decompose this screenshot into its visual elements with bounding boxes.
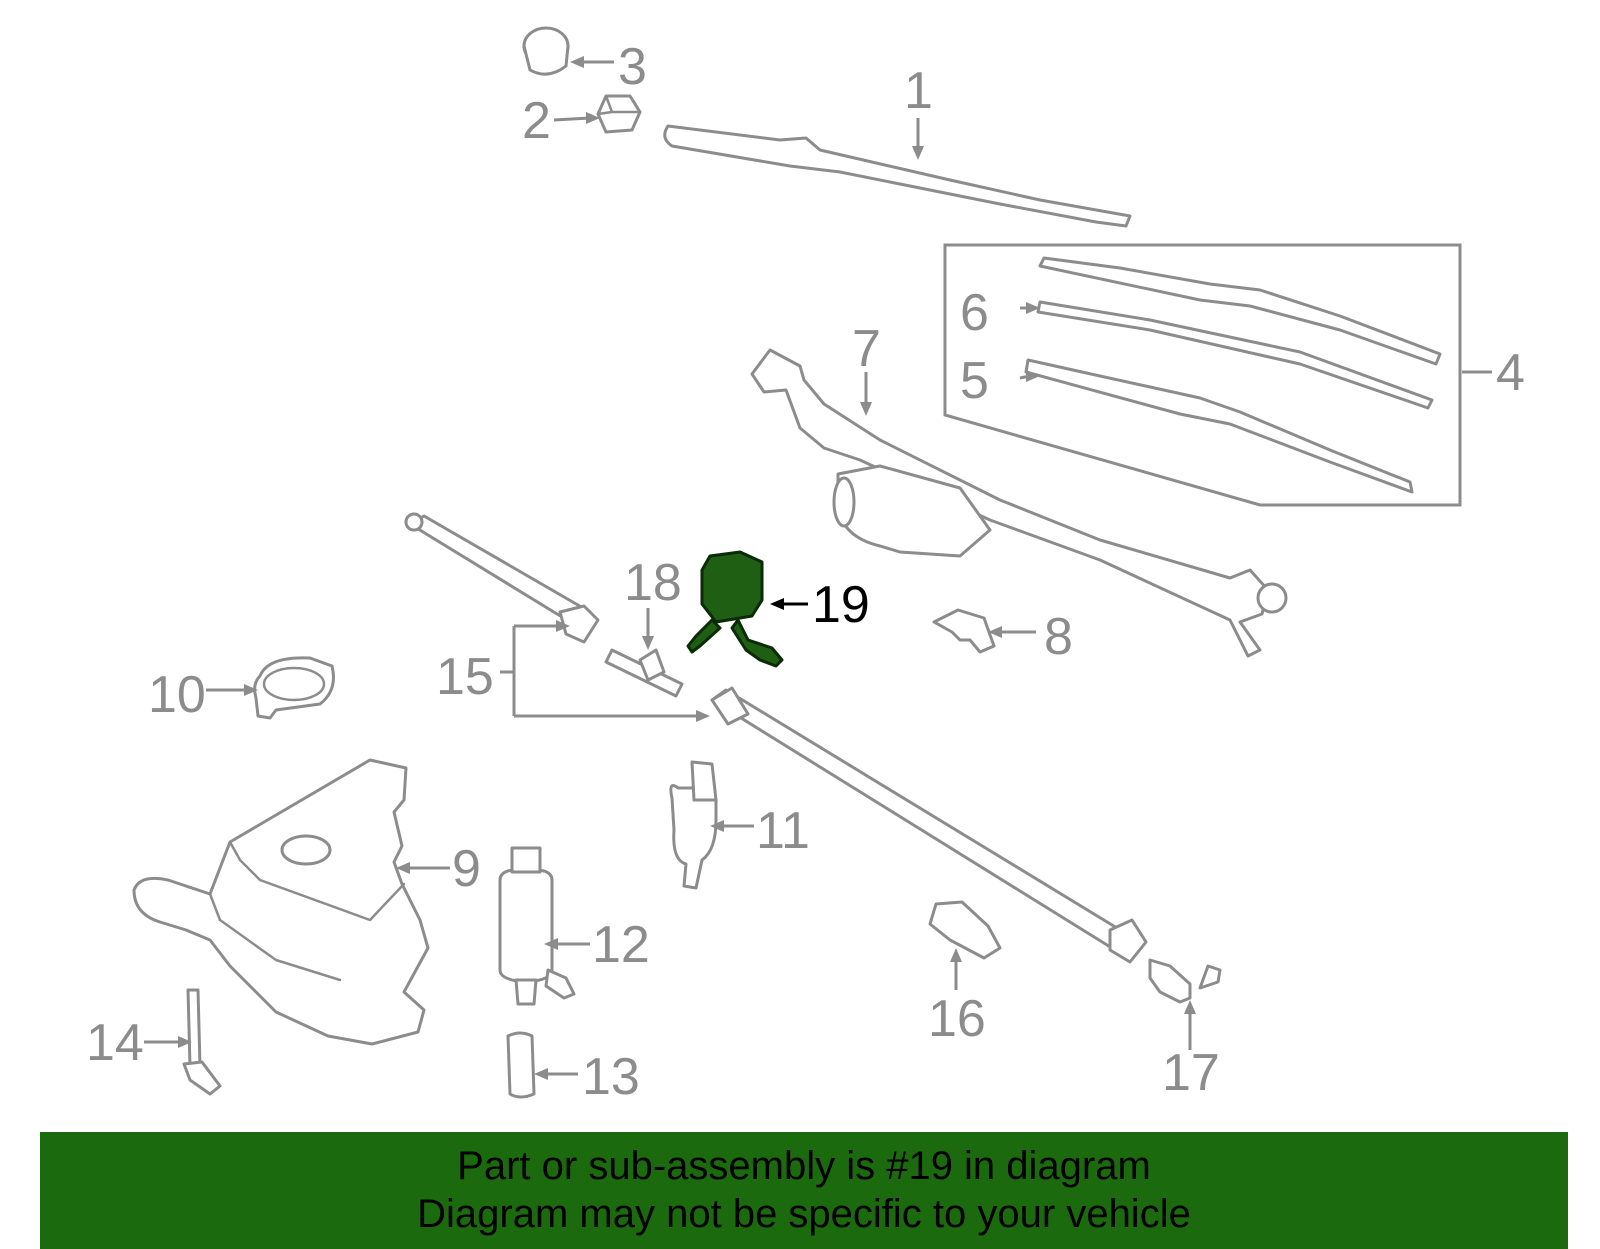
part-6-wiper-blade [1036,256,1442,410]
footer-line-1: Part or sub-assembly is #19 in diagram [457,1144,1151,1188]
callout-3: 3 [618,38,647,96]
part-9-washer-reservoir [132,758,430,1046]
callout-1: 1 [904,62,933,120]
callout-9: 9 [452,840,481,898]
part-2-nut [596,94,642,134]
part-17-nozzle [1148,958,1222,1004]
footer-banner: Part or sub-assembly is #19 in diagram D… [40,1132,1568,1249]
part-12-washer-pump [498,846,576,1006]
part-16-clip [928,900,1002,960]
part-4-blade-box [943,243,1462,507]
part-8-clip [932,608,996,654]
callout-19-highlighted: 19 [812,576,870,634]
callout-15: 15 [436,648,494,706]
callout-11: 11 [756,802,810,860]
part-15-hoses [404,512,1148,964]
footer-line-2: Diagram may not be specific to your vehi… [417,1192,1191,1236]
callout-6: 6 [960,284,989,342]
part-13-grommet [506,1031,536,1099]
callout-12: 12 [592,916,650,974]
part-1-wiper-arm [663,124,1132,228]
part-18-connector [604,648,684,698]
callout-13: 13 [582,1048,640,1106]
part-11-washer-pump [669,760,718,890]
callout-4: 4 [1496,344,1525,402]
part-5-wiper-blade [1024,358,1414,494]
callout-18: 18 [624,554,682,612]
callout-10: 10 [148,666,206,724]
callout-17: 17 [1162,1044,1220,1102]
callout-7: 7 [852,320,881,378]
part-10-grommet [253,656,335,720]
callout-2: 2 [522,92,551,150]
callout-5: 5 [960,352,989,410]
part-19-highlighted-sensor [686,550,784,668]
leader-lines [144,56,1492,1080]
callout-8: 8 [1044,608,1073,666]
part-3-cap [522,26,570,76]
part-14-level-sensor [182,988,222,1096]
part-7-wiper-linkage [750,348,1288,658]
callout-labels: 1 2 3 4 5 6 7 8 9 10 11 12 13 14 15 16 1… [86,38,1525,1106]
callout-14: 14 [86,1014,144,1072]
callout-16: 16 [928,990,986,1048]
